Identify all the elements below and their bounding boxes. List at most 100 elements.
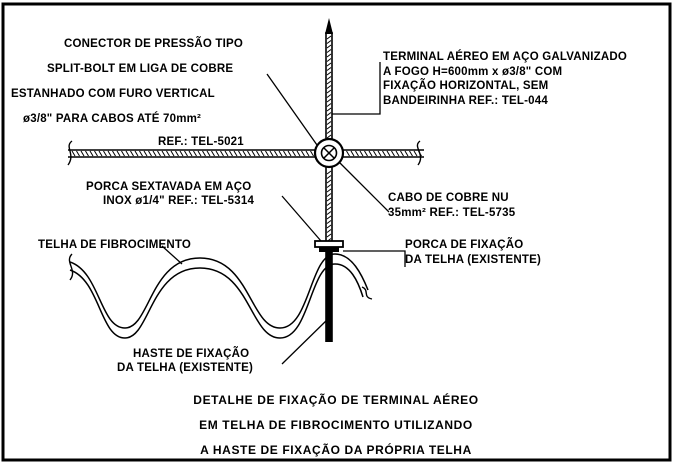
rod-hatch-stroke [326,215,332,220]
cable-hatch-stroke [184,150,188,157]
rod-hatch-stroke [326,206,332,211]
rod-hatch-stroke [326,170,332,175]
leader-terminal [332,62,381,115]
cable-hatch-stroke [310,150,314,157]
cable-hatch-stroke [197,150,202,157]
cable-hatch-stroke [391,150,395,157]
rod-hatch-stroke [326,94,332,98]
cable-hatch-stroke [215,150,220,157]
rod-hatch-stroke [326,233,332,238]
rod-hatch-stroke [326,107,332,112]
rod-hatch-stroke [326,62,332,67]
fixing-rod-line-2: DA TELHA (EXISTENTE) [117,362,253,374]
leader-fixing-nut [343,250,406,267]
cable-line-2: 35mm² REF.: TEL-5735 [388,207,516,219]
cable-hatch-stroke [80,150,85,157]
rod-hatch-stroke [326,67,332,71]
cable-hatch-stroke [283,150,287,157]
cable-hatch-stroke [373,150,377,157]
rod-hatch-stroke [326,229,332,233]
rod-hatch-stroke [326,184,332,188]
rod-hatch-stroke [326,112,332,116]
cable-hatch-stroke [107,150,112,157]
leader-tile [161,245,183,265]
cable-hatch-stroke [139,150,143,157]
cable-hatch-stroke [211,150,215,157]
cable-hatch-stroke [269,150,274,157]
caption-line-1: DETALHE DE FIXAÇÃO DE TERMINAL AÉREO [193,392,478,407]
rod-hatch-stroke [326,89,332,94]
label-hex-nut: PORCA SEXTAVADA EM AÇO INOX ø1/4" REF.: … [86,181,254,207]
terminal-line-1: TERMINAL AÉREO EM AÇO GALVANIZADO [383,50,627,63]
cable-hatch-stroke [229,150,233,157]
bare-copper-cable [67,140,424,166]
cable-hatch-stroke [256,150,260,157]
label-fixing-nut: PORCA DE FIXAÇÃO DA TELHA (EXISTENTE) [405,238,541,266]
cable-hatch-stroke [220,150,224,157]
terminal-line-2: A FOGO H=600mm x ø3/8" COM [383,66,562,78]
cable-hatch-stroke [206,150,211,157]
rod-hatch-stroke [326,76,332,80]
rod-hatch-stroke [326,116,332,121]
rod-hatch-stroke [326,224,332,229]
rod-hatch-stroke [326,98,332,103]
cable-break-right [416,140,422,166]
cable-hatch-stroke [224,150,229,157]
cable-hatch-stroke [143,150,148,157]
cable-hatch-stroke [242,150,247,157]
cable-line-1: CABO DE COBRE NU [388,192,509,204]
cable-hatch-stroke [98,150,103,157]
cable-hatch-stroke [377,150,382,157]
cable-hatch-stroke [179,150,184,157]
cable-hatch-stroke [112,150,116,157]
connector-line-1: CONECTOR DE PRESSÃO TIPO [64,37,243,50]
cable-hatch-stroke [170,150,175,157]
rod-hatch-stroke [326,80,332,85]
rod-hatch-stroke [326,35,332,40]
connector-line-4: ø3/8" PARA CABOS ATÉ 70mm² [23,112,201,125]
cable-hatch-stroke [368,150,373,157]
tile-break-left [68,253,74,281]
label-connector: CONECTOR DE PRESSÃO TIPO SPLIT-BOLT EM L… [11,37,244,148]
air-terminal-rod [325,18,333,242]
cable-hatch-stroke [413,150,418,157]
nut-line-2: INOX ø1/4" REF.: TEL-5314 [103,195,254,207]
cable-hatch-stroke [260,150,265,157]
rod-hatch-stroke [326,71,332,76]
label-cable: CABO DE COBRE NU 35mm² REF.: TEL-5735 [388,192,516,219]
leader-connector [266,73,318,146]
cable-hatch-stroke [251,150,256,157]
cable-hatch-stroke [355,150,359,157]
cable-hatch-stroke [296,150,301,157]
cable-hatch-stroke [274,150,278,157]
cable-hatch-stroke [103,150,107,157]
cable-hatch-stroke [94,150,98,157]
cable-hatch-stroke [400,150,404,157]
cable-hatch-stroke [238,150,242,157]
fixing-rod-line-1: HASTE DE FIXAÇÃO [133,347,249,360]
cable-hatch-stroke [301,150,305,157]
terminal-line-3: FIXAÇÃO HORIZONTAL, SEM [383,79,548,92]
cable-hatch-stroke [134,150,139,157]
rod-hatch-stroke [326,202,332,206]
fixing-nut-line-2: DA TELHA (EXISTENTE) [405,254,541,266]
cable-hatch-stroke [395,150,400,157]
rod-hatch-stroke [326,197,332,202]
cable-hatch-stroke [175,150,179,157]
rod-hatch-stroke [326,58,332,62]
nut-line-1: PORCA SEXTAVADA EM AÇO [86,181,251,193]
cable-hatch-stroke [359,150,364,157]
rod-hatch-stroke [326,125,332,130]
rod-hatch-stroke [326,220,332,224]
fiber-cement-tile [68,253,373,339]
cable-hatch-stroke [292,150,296,157]
cable-break-left [67,140,73,166]
leader-cable [338,161,390,213]
label-fixing-rod: HASTE DE FIXAÇÃO DA TELHA (EXISTENTE) [117,347,253,374]
rod-hatch-stroke [326,179,332,184]
label-tile: TELHA DE FIBROCIMENTO [38,239,191,251]
leader-nut [281,195,322,242]
cable-hatch-stroke [85,150,89,157]
cable-hatch-stroke [125,150,130,157]
